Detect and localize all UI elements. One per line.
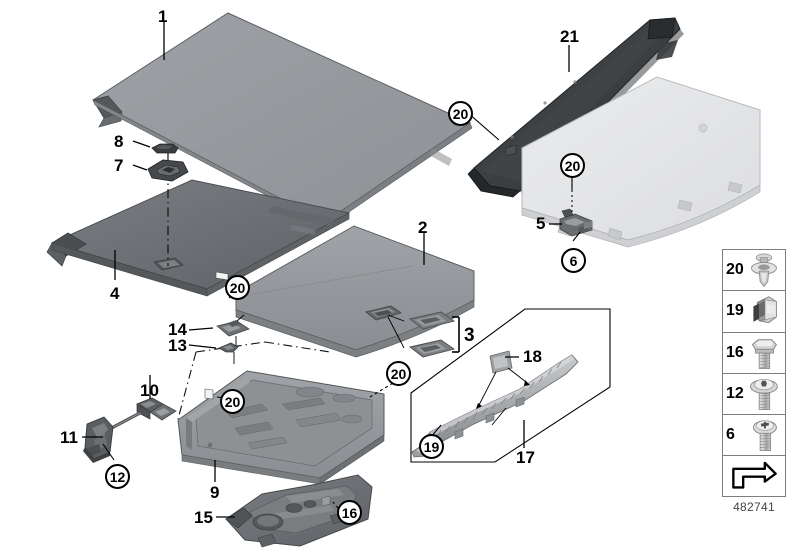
part-8-cap — [151, 143, 179, 154]
callout-circle-19: 19 — [419, 434, 444, 459]
direction-arrow-icon — [727, 456, 781, 497]
leader-8 — [132, 140, 151, 148]
legend-number-6: 6 — [726, 426, 735, 444]
part-7-grommet — [147, 159, 189, 182]
callout-circle-20-c: 20 — [225, 275, 250, 300]
part-13-clip — [218, 342, 239, 353]
flange-torx-screw-icon — [743, 374, 783, 414]
leader-20-a — [467, 112, 500, 141]
part-2-handle-recess — [365, 305, 403, 321]
part-3-handle-trims — [387, 311, 460, 358]
legend-row-19: 19 — [723, 291, 785, 333]
callout-circle-20-a: 20 — [448, 101, 473, 126]
callout-7: 7 — [114, 156, 124, 175]
leader-lines — [82, 22, 570, 518]
callout-circle-20-b: 20 — [560, 153, 585, 178]
callout-4: 4 — [110, 284, 120, 303]
callout-circle-20-d: 20 — [386, 361, 411, 386]
expanding-rivet-icon — [743, 250, 783, 290]
part-17-sill-strip — [411, 354, 579, 458]
part-11-wedge — [83, 416, 114, 463]
callout-11: 11 — [60, 428, 78, 447]
legend-row-direction — [723, 456, 785, 497]
callout-2: 2 — [418, 218, 428, 237]
legend-row-16: 16 — [723, 333, 785, 374]
callout-1: 1 — [158, 7, 168, 26]
legend-row-6: 6 — [723, 415, 785, 457]
legend-number-19: 19 — [726, 302, 744, 320]
callout-3: 3 — [464, 325, 475, 346]
leader-14 — [188, 327, 214, 331]
part-17-group-box — [410, 308, 611, 463]
part-15-floor-support — [225, 474, 373, 548]
callout-circle-12: 12 — [105, 464, 130, 489]
part-9-floor-pan — [177, 370, 385, 485]
part-14-bracket — [216, 314, 250, 337]
leader-6 — [572, 231, 581, 242]
assembly-axis-13-14 — [177, 341, 331, 420]
callout-17: 17 — [516, 448, 535, 467]
callout-18: 18 — [523, 347, 542, 366]
callout-8: 8 — [114, 132, 124, 151]
pan-head-screw-icon — [743, 415, 783, 455]
part-10-hinge-bracket — [102, 397, 177, 434]
leader-7 — [132, 164, 148, 171]
callout-circle-16: 16 — [337, 500, 362, 525]
part-4-trim-panel — [46, 179, 351, 297]
callout-15: 15 — [194, 508, 213, 527]
callout-14: 14 — [168, 320, 187, 339]
callout-circle-20-e: 20 — [220, 389, 245, 414]
legend-number-12: 12 — [726, 385, 744, 403]
callout-circle-6: 6 — [561, 248, 586, 273]
callout-5: 5 — [536, 214, 546, 233]
leader-12 — [102, 443, 115, 461]
spring-clip-nut-icon — [743, 291, 783, 331]
legend-number-20: 20 — [726, 261, 744, 279]
hex-head-bolt-icon — [743, 333, 783, 373]
leader-strip-detail — [491, 407, 507, 426]
leader-13 — [188, 344, 217, 349]
callout-10: 10 — [140, 381, 159, 400]
part-1-luggage-cover — [92, 12, 473, 228]
diagram-number: 482741 — [733, 500, 775, 514]
callout-13: 13 — [168, 336, 187, 355]
part-5-latch-bracket — [559, 208, 593, 237]
legend-row-20: 20 — [723, 250, 785, 292]
callout-9: 9 — [210, 483, 220, 502]
legend-row-12: 12 — [723, 374, 785, 416]
fastener-legend: 20 19 — [722, 249, 786, 497]
legend-number-16: 16 — [726, 343, 744, 361]
callout-21: 21 — [560, 27, 579, 46]
